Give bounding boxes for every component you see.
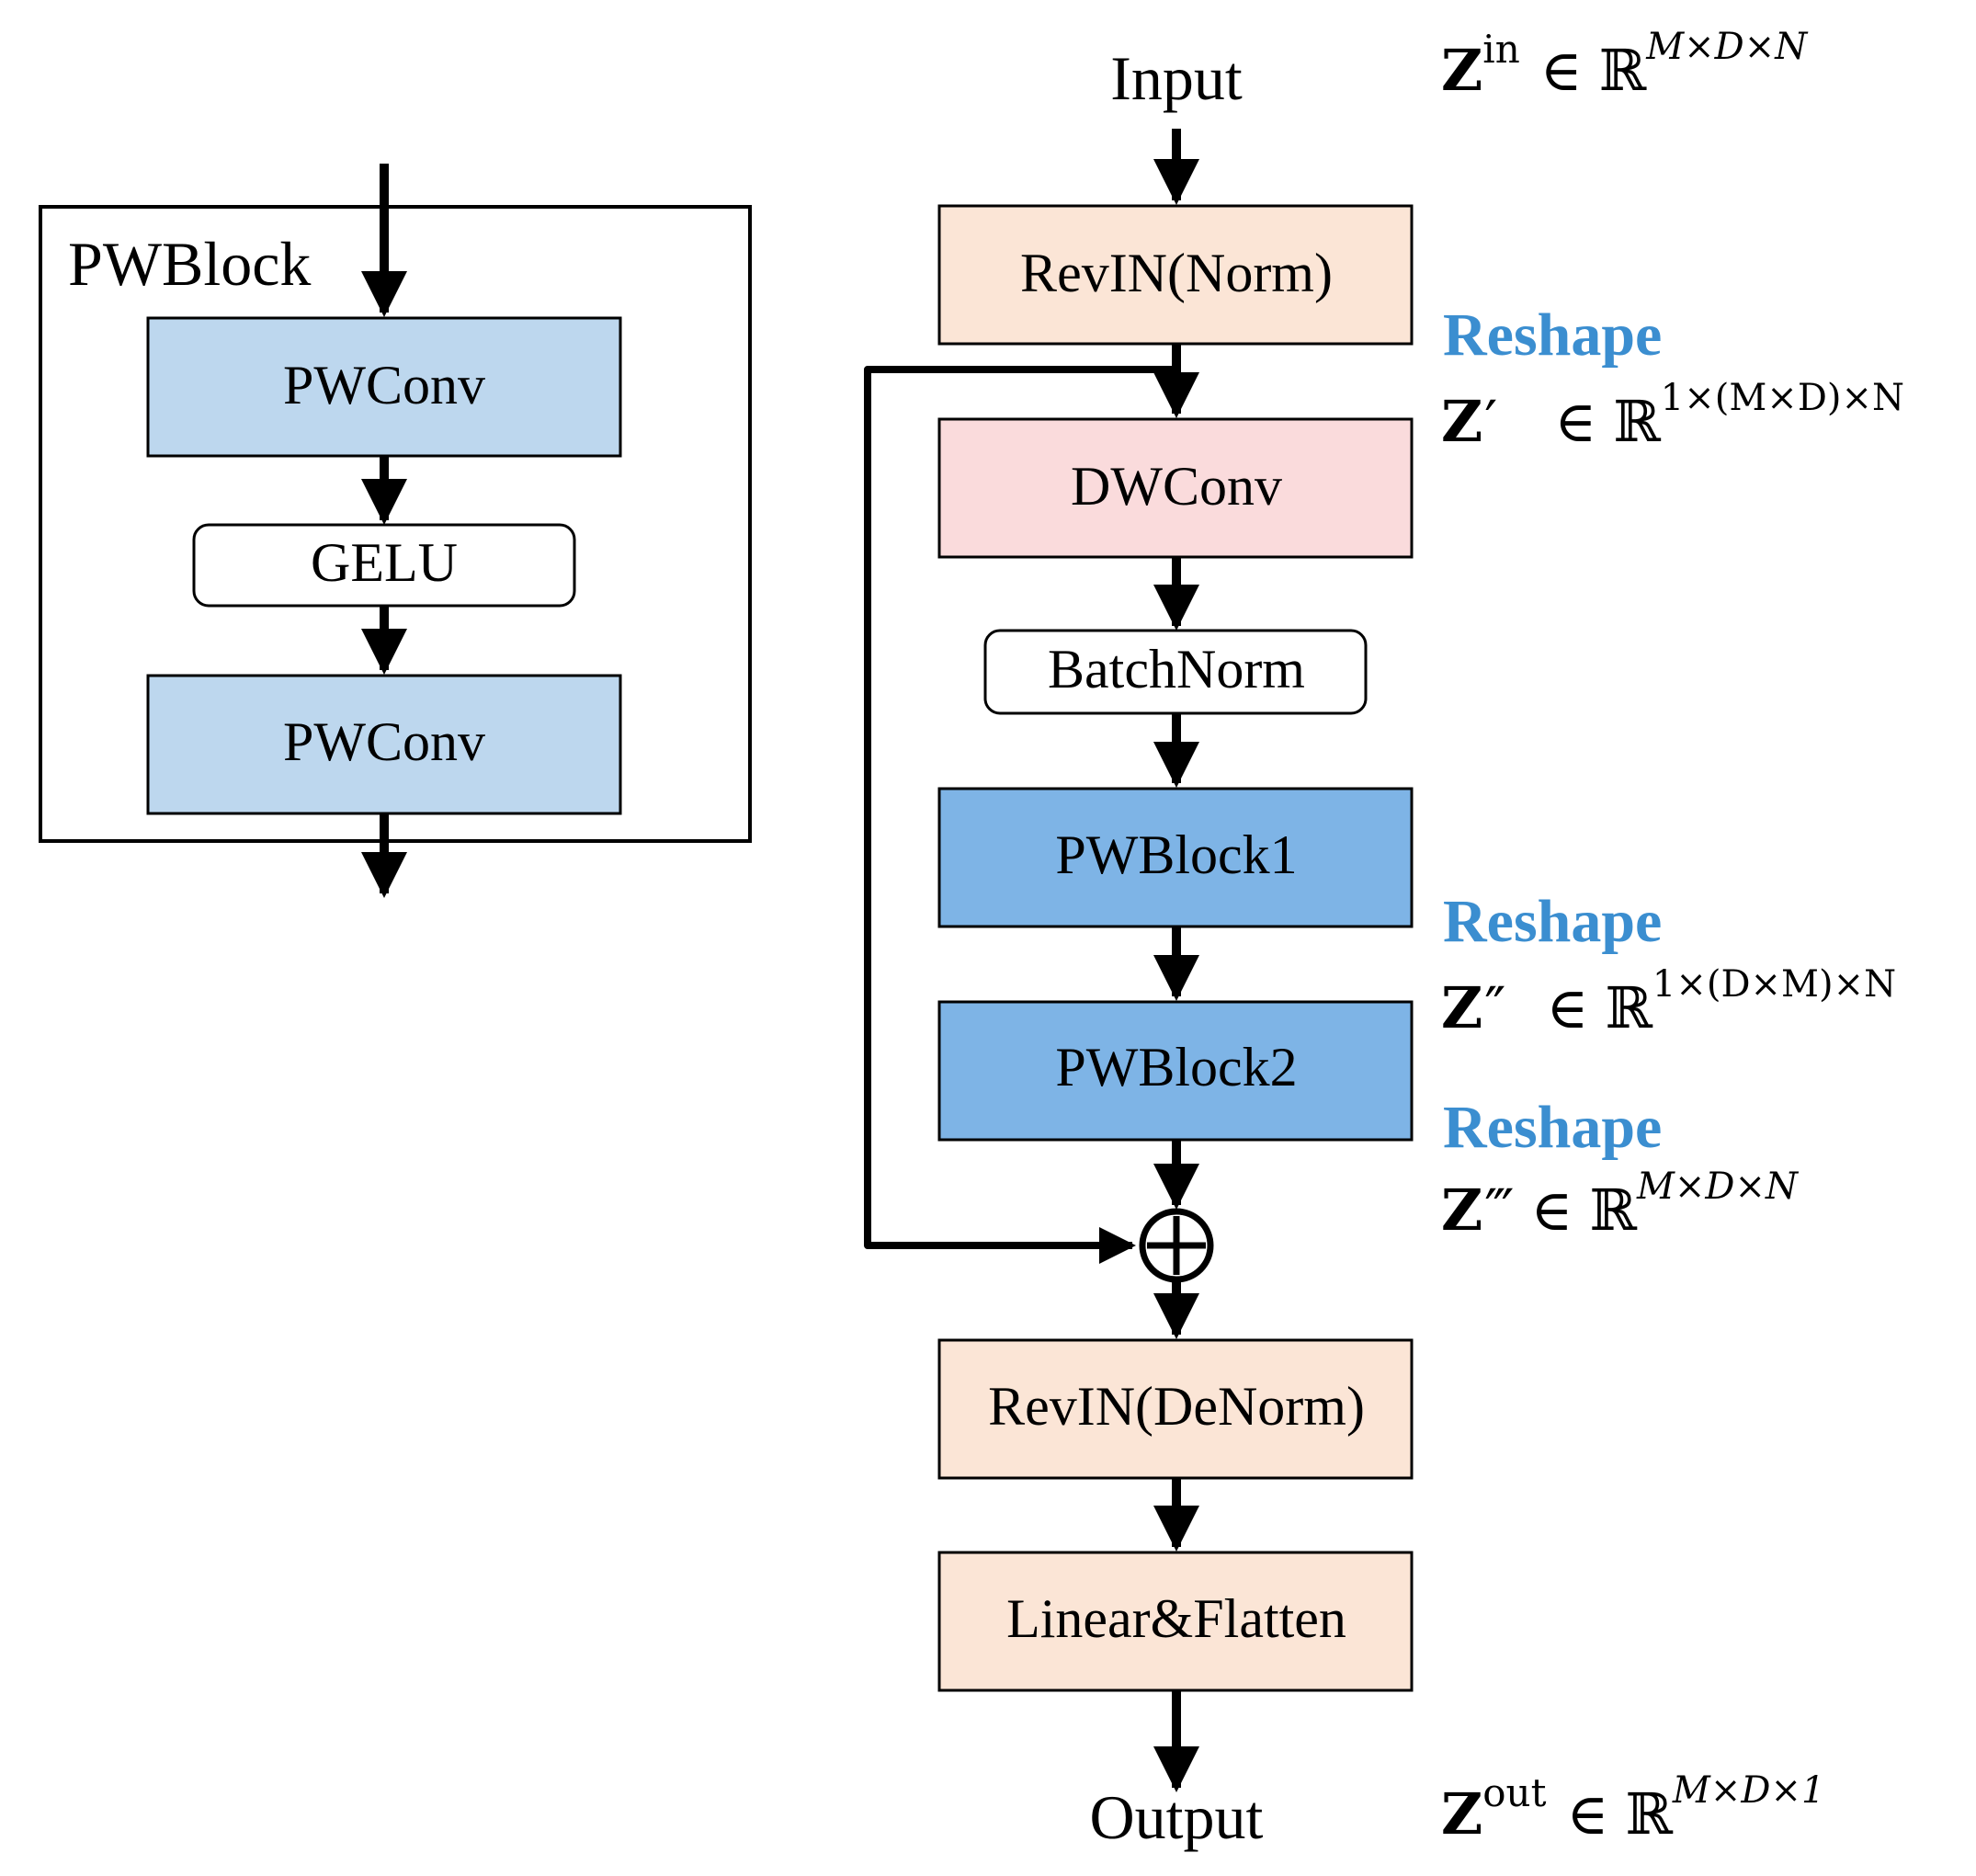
z-double-prime-base: Z xyxy=(1441,974,1482,1041)
dwconv-label: DWConv xyxy=(1071,456,1282,517)
dwconv-box xyxy=(937,417,1414,559)
output-label: Output xyxy=(1090,1782,1264,1852)
z-in-real: ℝ xyxy=(1599,37,1647,104)
z-in-element-of: ∈ xyxy=(1540,37,1583,104)
pwblock-panel-title: PWBlock xyxy=(68,229,311,299)
z-out-dims: M×D×1 xyxy=(1672,1769,1825,1812)
z-triple-prime-base: Z xyxy=(1441,1177,1482,1244)
revin-denorm-box xyxy=(937,1338,1414,1480)
z-in-annotation: Zin ∈ℝM×D×N xyxy=(1441,26,1809,104)
z-double-prime-sup: ″ xyxy=(1484,974,1505,1041)
z-in-base: Z xyxy=(1441,37,1482,104)
z-out-real: ℝ xyxy=(1625,1780,1673,1848)
z-out-element-of: ∈ xyxy=(1566,1780,1608,1848)
pwblock2-label: PWBlock2 xyxy=(1055,1037,1297,1097)
z-prime-sup: ′ xyxy=(1484,388,1497,455)
linear-flatten-label: Linear&Flatten xyxy=(1006,1588,1346,1649)
z-double-prime-annotation: Z″ ∈ ℝ1×(D×M)×N xyxy=(1441,963,1896,1041)
add-operator xyxy=(1139,1208,1214,1283)
z-triple-prime-real: ℝ xyxy=(1589,1177,1637,1244)
main-flow: Input RevIN(Norm) DWConv BatchNorm PWBlo… xyxy=(864,43,1414,1852)
batchnorm-label: BatchNorm xyxy=(1048,639,1305,699)
input-label: Input xyxy=(1110,43,1243,113)
pwconv-bottom-label: PWConv xyxy=(283,711,485,772)
z-prime-real: ℝ xyxy=(1613,388,1661,455)
reshape-label-2: Reshape xyxy=(1443,888,1662,955)
pwblock2-box xyxy=(937,1000,1414,1142)
z-triple-prime-element-of: ∈ xyxy=(1531,1177,1573,1244)
gelu-label: GELU xyxy=(311,532,458,593)
pwconv-top-label: PWConv xyxy=(283,355,485,415)
z-out-sup: out xyxy=(1482,1770,1546,1815)
pwconv-bottom-box xyxy=(146,674,622,815)
linear-flatten-box xyxy=(937,1551,1414,1692)
z-in-sup: in xyxy=(1482,27,1519,72)
z-triple-prime-annotation: Z‴ ∈ℝM×D×N xyxy=(1441,1165,1800,1244)
reshape-label-1: Reshape xyxy=(1443,301,1662,369)
annotations: Zin∈ℝM×D×N Reshape Z′∈ℝ1×(M×D)×N Reshape… xyxy=(1441,26,1904,1848)
z-double-prime-dims: 1×(D×M)×N xyxy=(1652,963,1896,1006)
revin-denorm-label: RevIN(DeNorm) xyxy=(988,1376,1365,1437)
z-prime-base: Z xyxy=(1441,388,1482,455)
z-out-base: Z xyxy=(1441,1780,1482,1848)
pwblock-panel: PWBlock PWConv GELU PWConv xyxy=(39,164,752,898)
z-out-annotation: Zout ∈ℝM×D×1 xyxy=(1441,1769,1824,1848)
z-double-prime-element-of: ∈ xyxy=(1546,974,1588,1041)
z-prime-dims: 1×(M×D)×N xyxy=(1661,377,1904,419)
pwconv-top-box xyxy=(146,316,622,458)
residual-connection xyxy=(864,366,1176,1264)
revin-norm-box xyxy=(937,204,1414,346)
z-in-dims: M×D×N xyxy=(1645,26,1809,68)
pwblock1-label: PWBlock1 xyxy=(1055,824,1297,885)
z-triple-prime-sup: ‴ xyxy=(1484,1177,1514,1244)
z-triple-prime-dims: M×D×N xyxy=(1636,1165,1800,1208)
z-prime-element-of: ∈ xyxy=(1554,388,1596,455)
z-double-prime-real: ℝ xyxy=(1605,974,1652,1041)
revin-norm-label: RevIN(Norm) xyxy=(1020,243,1333,303)
reshape-label-3: Reshape xyxy=(1443,1094,1662,1161)
z-prime-annotation: Z′ ∈ ℝ1×(M×D)×N xyxy=(1441,377,1904,455)
